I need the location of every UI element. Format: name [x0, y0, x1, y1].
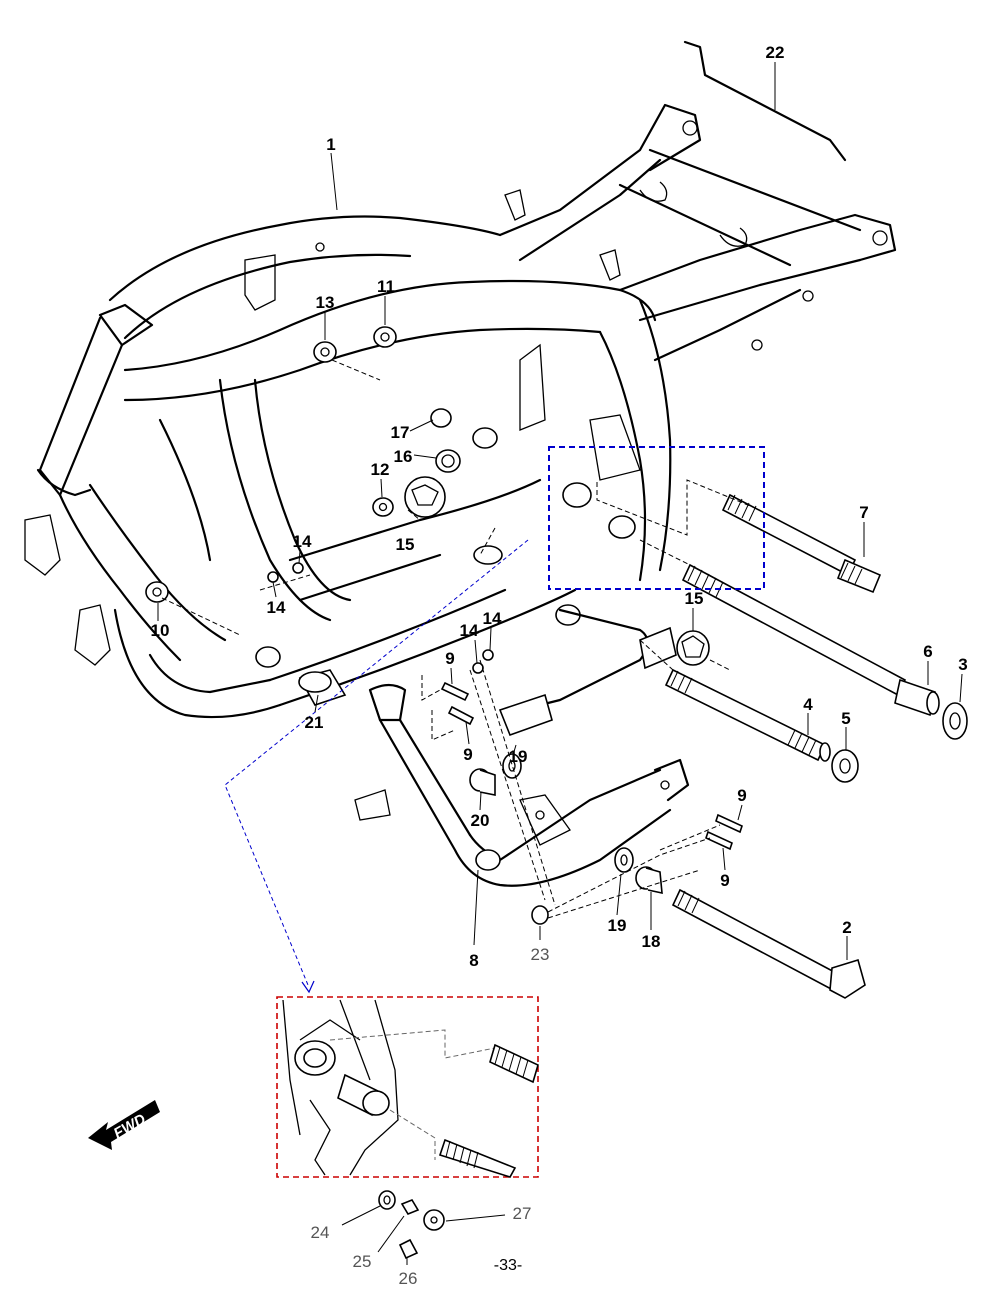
- nut-13: [313, 341, 337, 363]
- label-7: 7: [859, 503, 868, 522]
- label-27: 27: [513, 1204, 532, 1223]
- part-labels: 1 2 3 4 5 6 7 8 9 9 9 9 10 11 12 13 14 1…: [111, 43, 968, 1288]
- bolt-9-a: [440, 681, 470, 702]
- bolt-6: [681, 563, 940, 717]
- bolt-4: [664, 668, 831, 762]
- engine-bracket-8: [354, 608, 690, 887]
- label-2: 2: [842, 918, 851, 937]
- label-26: 26: [399, 1269, 418, 1288]
- label-20: 20: [471, 811, 490, 830]
- label-8: 8: [469, 951, 478, 970]
- pin-23: [531, 905, 549, 925]
- bushing-16: [435, 449, 461, 473]
- page-number: -33-: [494, 1257, 522, 1274]
- label-9b: 9: [463, 745, 472, 764]
- bolt-7: [721, 493, 882, 594]
- label-9a: 9: [445, 649, 454, 668]
- detail-callout-leader: [224, 539, 529, 986]
- nut-3: [942, 702, 968, 740]
- collar-21: [298, 669, 347, 706]
- label-4: 4: [803, 695, 813, 714]
- label-9c: 9: [737, 786, 746, 805]
- label-16: 16: [394, 447, 413, 466]
- label-23: 23: [531, 945, 550, 964]
- washer-19-b: [614, 847, 634, 873]
- label-12: 12: [371, 460, 390, 479]
- spacer-25: [400, 1199, 420, 1215]
- detail-callout-arrowhead: [301, 980, 315, 994]
- bolt-9-c: [715, 813, 743, 834]
- label-6: 6: [923, 642, 932, 661]
- assembly-lines: [161, 359, 761, 919]
- fwd-direction-arrow: [88, 1100, 160, 1150]
- washer-24: [378, 1190, 396, 1210]
- label-5: 5: [841, 709, 850, 728]
- label-13: 13: [316, 293, 335, 312]
- label-14b: 14: [267, 598, 286, 617]
- label-15a: 15: [396, 535, 415, 554]
- spacer-26: [398, 1238, 419, 1260]
- label-22: 22: [766, 43, 785, 62]
- leader-lines: [157, 62, 963, 1265]
- label-14d: 14: [483, 609, 502, 628]
- collar-18: [635, 866, 663, 895]
- nut-11: [373, 326, 397, 348]
- detail-region-box: [548, 446, 765, 590]
- rubber-mount-15-lower: [676, 630, 710, 666]
- washer-19-a: [502, 753, 522, 779]
- label-11: 11: [377, 277, 395, 296]
- bushing-17: [430, 408, 452, 428]
- nut-5: [831, 749, 859, 783]
- label-25: 25: [353, 1252, 372, 1271]
- nut-14-pair-upper: [267, 562, 304, 583]
- nut-12: [372, 497, 394, 517]
- label-10: 10: [151, 621, 170, 640]
- label-17: 17: [391, 423, 410, 442]
- nut-10: [145, 581, 169, 603]
- wire-rod-22: [683, 40, 847, 162]
- bolt-9-b: [447, 705, 475, 726]
- label-19a: 19: [509, 747, 528, 766]
- detail-view: [276, 996, 539, 1178]
- label-3: 3: [958, 655, 967, 674]
- rubber-mount-15-upper: [404, 476, 446, 518]
- label-24: 24: [311, 1223, 330, 1242]
- label-14a: 14: [293, 532, 312, 551]
- nut-14-pair-lower: [472, 649, 494, 674]
- collar-20: [469, 768, 496, 796]
- label-15b: 15: [685, 589, 704, 608]
- bolt-9-d: [705, 830, 733, 851]
- label-19b: 19: [608, 916, 627, 935]
- bolt-2: [671, 888, 866, 999]
- label-14c: 14: [460, 621, 479, 640]
- label-21: 21: [305, 713, 324, 732]
- label-18: 18: [642, 932, 661, 951]
- detail-view-box: [276, 996, 539, 1178]
- washer-27: [423, 1209, 445, 1231]
- label-9d: 9: [720, 871, 729, 890]
- label-1: 1: [326, 135, 335, 154]
